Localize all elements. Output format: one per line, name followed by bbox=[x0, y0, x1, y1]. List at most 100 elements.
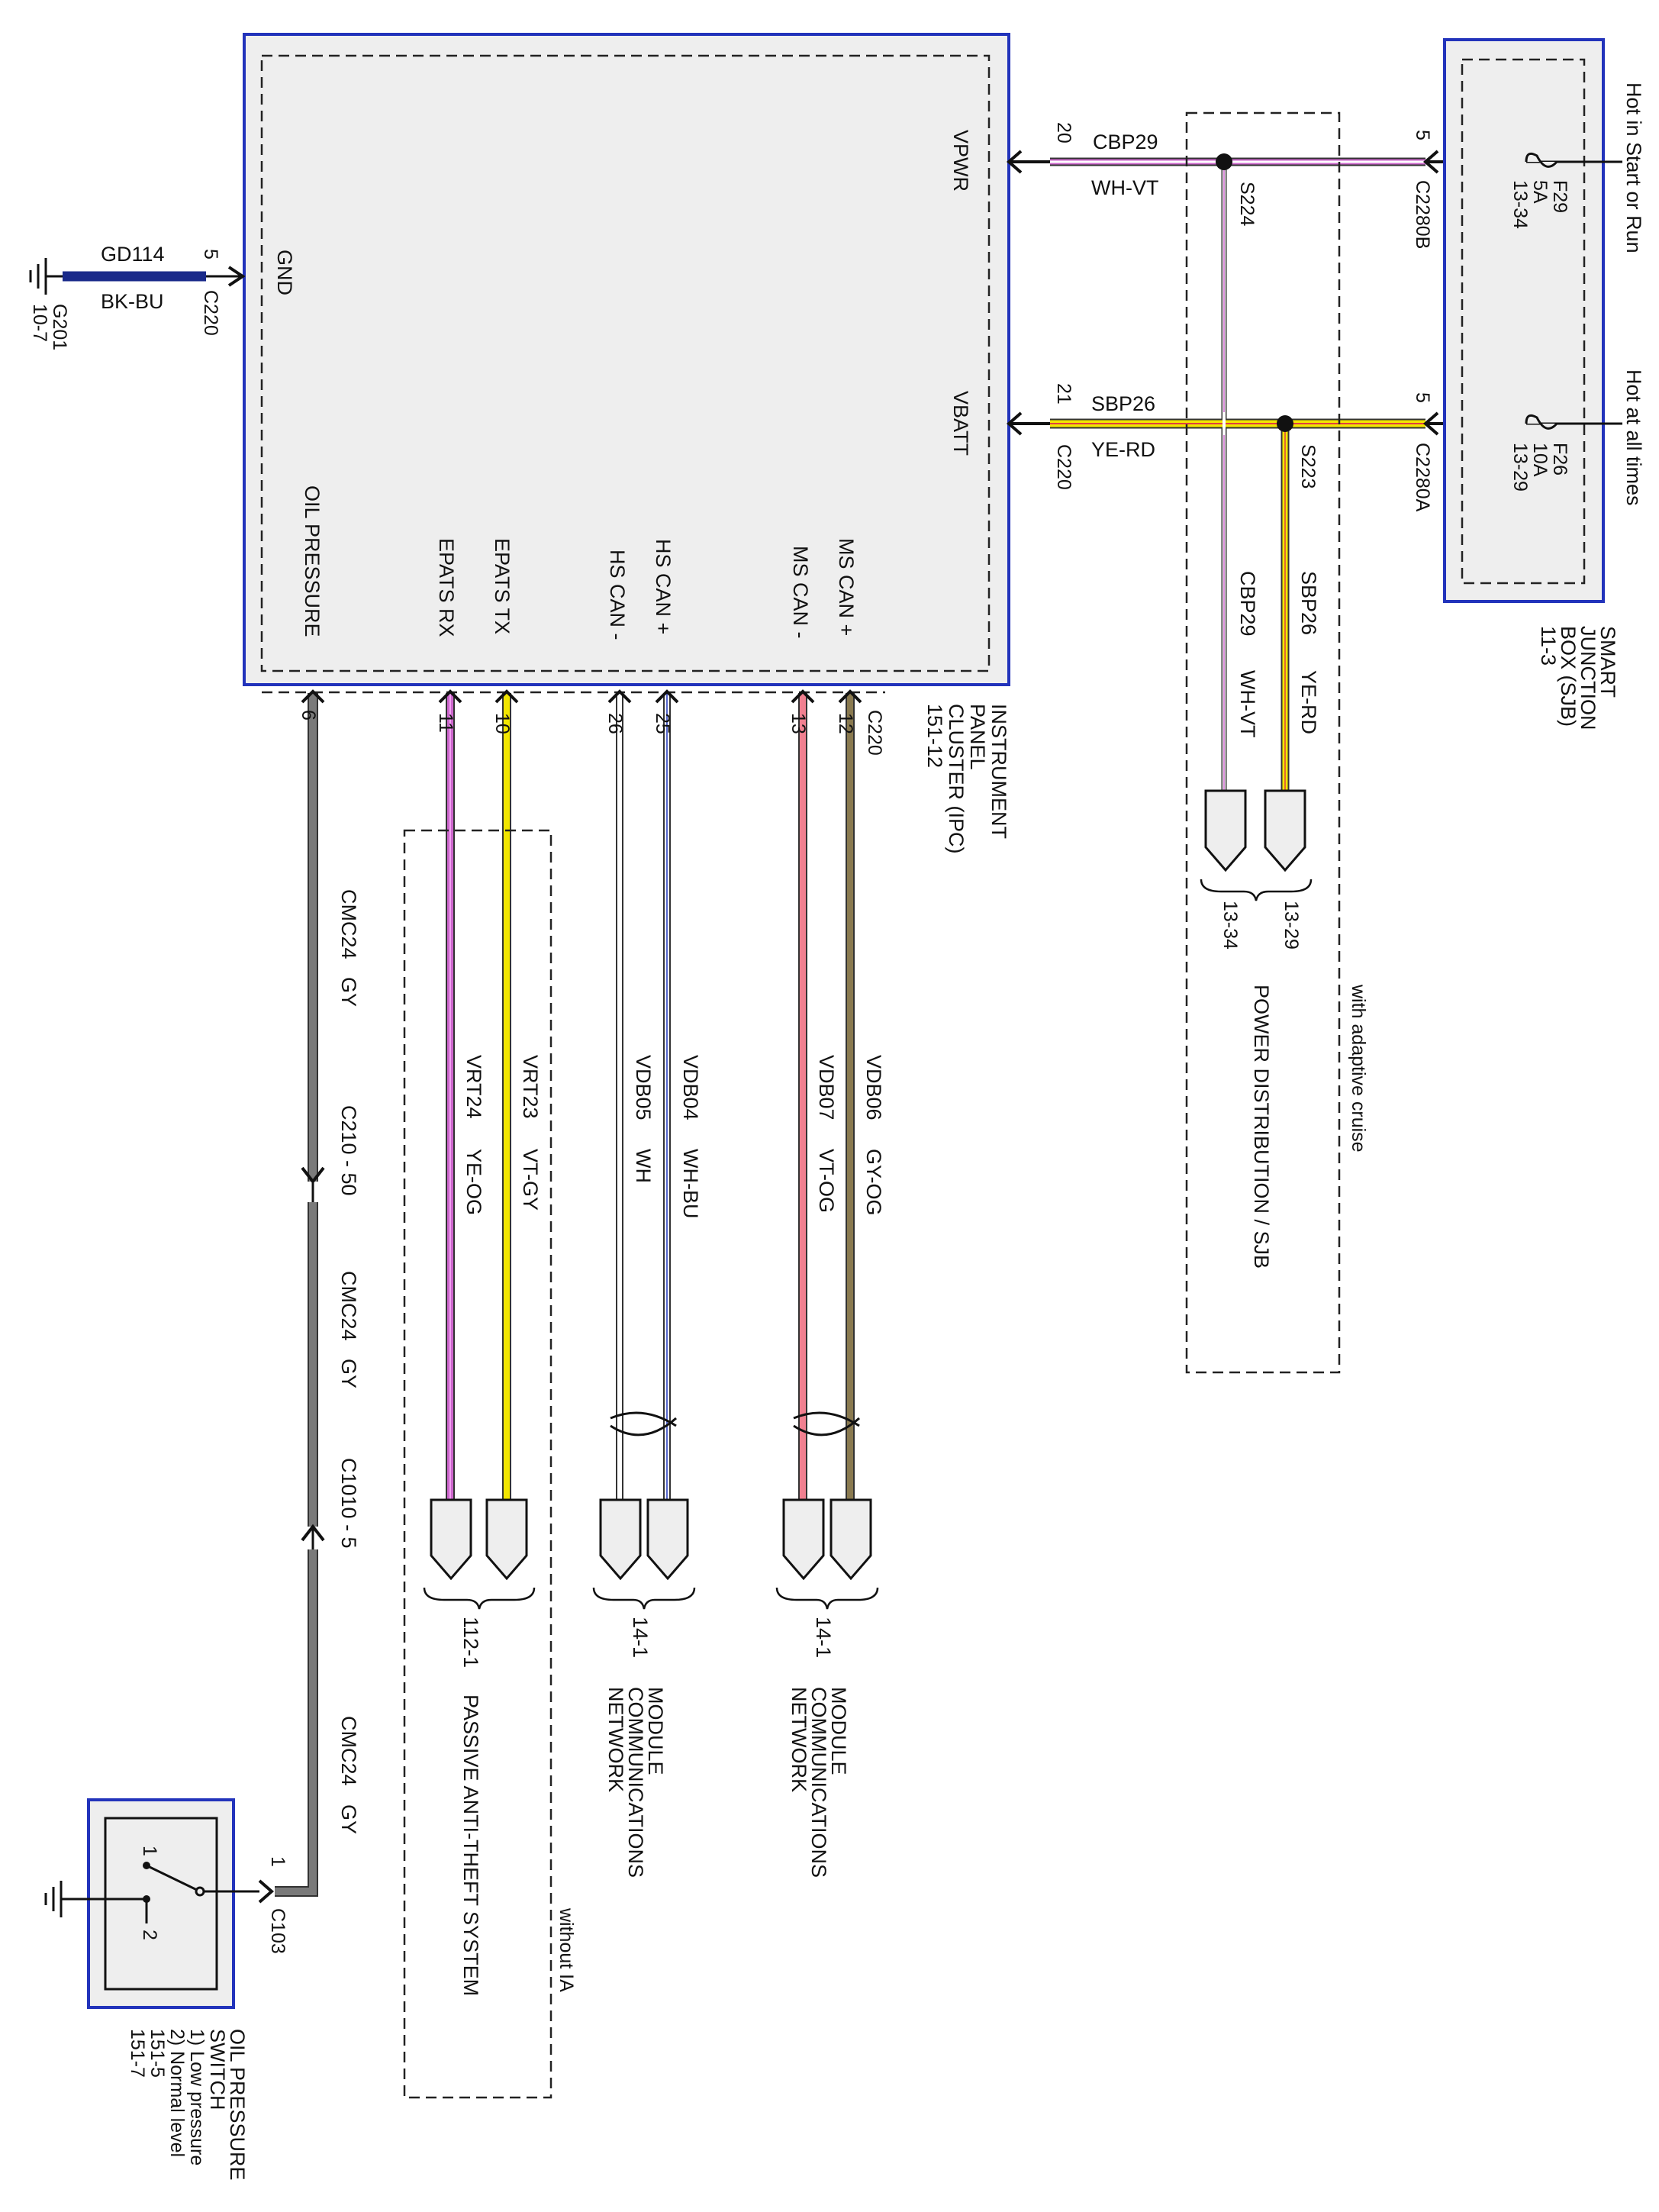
sbp26-wire bbox=[1006, 411, 1526, 436]
cbp29-color-label: WH-VT bbox=[1091, 176, 1158, 199]
cbp29-pin-label: 20 bbox=[1053, 122, 1074, 143]
sjb-name-line2: JUNCTION bbox=[1577, 626, 1599, 730]
oil-pin-label: 6 bbox=[298, 710, 319, 721]
ipc-pin-hs-can-plus-label: HS CAN + bbox=[652, 539, 675, 634]
ipc-name-line1: INSTRUMENT bbox=[987, 704, 1010, 839]
hs-can-twist bbox=[610, 1411, 677, 1437]
ground-connector-label: C220 bbox=[200, 290, 221, 336]
ground-color-label: BK-BU bbox=[101, 290, 164, 313]
ms-can-minus-wire bbox=[791, 689, 815, 1500]
ipc-pin-vbatt-label: VBATT bbox=[949, 391, 972, 456]
ipc-name-line3: CLUSTER (IPC) bbox=[945, 704, 968, 854]
sbp26-color-label: YE-RD bbox=[1091, 438, 1155, 461]
oil-switch-name-line4: 2) Normal level bbox=[166, 2029, 188, 2157]
fuse-f29-ref: 13-34 bbox=[1509, 180, 1531, 229]
power-ref-1334-label: 13-34 bbox=[1219, 901, 1241, 950]
epats-tx-circuit-label: VRT23 bbox=[519, 1055, 542, 1119]
sbp26-ipc-connector-label: C220 bbox=[1053, 444, 1074, 490]
fuse-f26-rating: 10A bbox=[1529, 443, 1551, 477]
pats-option-label: without IA bbox=[556, 1907, 577, 1992]
hs-can-dest-line3: NETWORK bbox=[604, 1687, 627, 1792]
oil-switch-inner bbox=[104, 1817, 218, 1991]
hs-can-minus-pin-label: 26 bbox=[604, 713, 626, 734]
fuse-f26-feed: Hot at all times bbox=[1622, 369, 1645, 506]
fuse-f29-rating: 5A bbox=[1529, 180, 1551, 204]
sbp26-circuit-label: SBP26 bbox=[1091, 392, 1155, 415]
ipc-box bbox=[243, 33, 1010, 686]
connector-ms-can-plus-shape bbox=[830, 1498, 872, 1581]
sjb-inner-dashed bbox=[1461, 58, 1586, 585]
oil-switch-name-line5: 151-5 bbox=[147, 2029, 168, 2078]
fuse-f26 bbox=[1525, 414, 1622, 430]
ms-can-plus-pin-label: 12 bbox=[835, 713, 856, 734]
cbp29-sjb-connector-label: C2280B bbox=[1412, 180, 1433, 249]
pats-brace bbox=[423, 1587, 536, 1610]
ms-can-minus-circuit-label: VDB07 bbox=[815, 1055, 838, 1121]
pats-dashed-box bbox=[403, 829, 552, 2099]
s224-splice-dot bbox=[1216, 153, 1232, 170]
hs-can-minus-circuit-label: VDB05 bbox=[632, 1055, 655, 1121]
epats-rx-circuit-label: VRT24 bbox=[462, 1055, 485, 1119]
hs-can-dest-line2: COMMUNICATIONS bbox=[624, 1687, 647, 1878]
epats-tx-wire bbox=[494, 689, 519, 1500]
branch-cbp29-circuit-label: CBP29 bbox=[1236, 571, 1259, 637]
oil-circuit-label-1: CMC24 bbox=[337, 889, 360, 959]
ipc-pin-ms-can-minus-label: MS CAN - bbox=[789, 546, 812, 639]
sjb-box bbox=[1443, 38, 1605, 603]
hs-can-plus-wire bbox=[655, 689, 679, 1500]
oil-switch-contacts bbox=[44, 1862, 259, 1923]
connector-cbp29-shape bbox=[1204, 789, 1247, 872]
oil-circuit-label-3: CMC24 bbox=[337, 1716, 360, 1786]
ipc-name-line2: PANEL bbox=[966, 704, 989, 770]
pats-ref-label: 112-1 bbox=[459, 1617, 482, 1668]
connector-sbp26-shape bbox=[1264, 789, 1306, 872]
power-option-label: with adaptive cruise bbox=[1348, 984, 1369, 1153]
power-group-label: POWER DISTRIBUTION / SJB bbox=[1250, 985, 1273, 1269]
s223-splice-dot bbox=[1277, 415, 1293, 432]
cbp29-sjb-pin-label: 5 bbox=[1412, 130, 1433, 140]
ground-ref-text: 10-7 bbox=[29, 304, 50, 342]
oil-switch-name-line6: 151-7 bbox=[127, 2029, 148, 2078]
oil-color-label-1: GY bbox=[337, 977, 360, 1007]
fuse-f26-name: F26 bbox=[1549, 443, 1570, 476]
ms-can-plus-color-label: GY-OG bbox=[862, 1149, 885, 1216]
sjb-name-line1: SMART bbox=[1596, 626, 1619, 698]
ipc-pin-epats-tx-label: EPATS TX bbox=[491, 538, 514, 634]
connector-hs-can-minus-shape bbox=[599, 1498, 642, 1581]
connector-epats-tx-shape bbox=[485, 1498, 528, 1581]
fuse-f29-feed: Hot in Start or Run bbox=[1622, 82, 1645, 253]
cbp29-splice-label: S224 bbox=[1236, 182, 1258, 226]
ground-id-label: G201 bbox=[49, 304, 70, 350]
ms-can-plus-wire bbox=[838, 689, 862, 1500]
sbp26-splice-label: S223 bbox=[1297, 444, 1319, 489]
power-ref-1329-label: 13-29 bbox=[1280, 901, 1302, 950]
epats-rx-wire bbox=[438, 689, 462, 1500]
oil-switch-pin-label: 1 bbox=[267, 1856, 288, 1867]
ipc-name-line4: 151-12 bbox=[923, 704, 946, 768]
sbp26-pin-label: 21 bbox=[1053, 383, 1074, 405]
connector-hs-can-plus-shape bbox=[646, 1498, 689, 1581]
epats-rx-pin-label: 11 bbox=[435, 713, 456, 733]
ground-circuit bbox=[29, 258, 246, 295]
epats-tx-pin-label: 10 bbox=[491, 713, 513, 734]
oil-switch-connector-label: C103 bbox=[267, 1908, 288, 1954]
ms-can-twist bbox=[793, 1411, 860, 1437]
ms-can-minus-pin-label: 13 bbox=[788, 713, 809, 734]
oil-switch-name-line2: SWITCH bbox=[206, 2029, 229, 2110]
ipc-connector-label: C220 bbox=[864, 710, 885, 756]
sbp26-sjb-pin-label: 5 bbox=[1412, 392, 1433, 403]
branch-cbp29-color-label: WH-VT bbox=[1236, 670, 1259, 737]
adaptive-cruise-dashed-box bbox=[1185, 111, 1341, 1374]
hs-can-minus-wire bbox=[607, 689, 632, 1500]
ms-can-dest-line2: COMMUNICATIONS bbox=[807, 1687, 830, 1878]
ipc-pin-gnd-label: GND bbox=[273, 250, 296, 295]
oil-switch-name-line3: 1) Low pressure bbox=[186, 2029, 208, 2165]
power-brace bbox=[1200, 879, 1313, 901]
ms-can-dest-line1: MODULE bbox=[827, 1687, 850, 1775]
ipc-pin-vpwr-label: VPWR bbox=[949, 130, 972, 192]
ipc-pin-hs-can-minus-label: HS CAN - bbox=[606, 550, 629, 640]
ipc-inner-dashed bbox=[260, 54, 991, 672]
epats-tx-color-label: VT-GY bbox=[519, 1149, 542, 1211]
oil-switch-box bbox=[87, 1798, 235, 2009]
